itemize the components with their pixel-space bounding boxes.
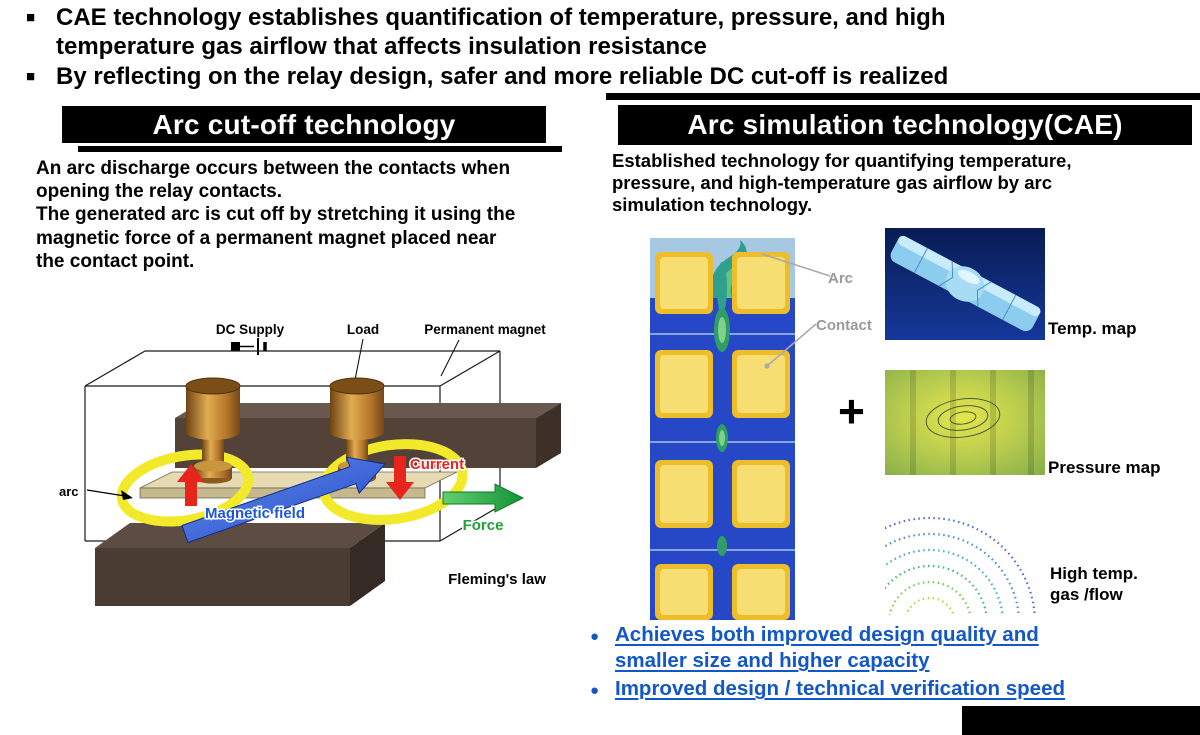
key-benefits-list: ● Achieves both improved design quality … [590, 622, 1090, 705]
gas-flow-image [885, 495, 1045, 615]
arc-callout-label: Arc [828, 270, 854, 287]
summary-text-1: CAE technology establishes quantificatio… [56, 4, 946, 61]
summary-line-2: ■ By reflecting on the relay design, saf… [26, 62, 1186, 91]
load-callout-line [354, 338, 364, 381]
current-up-arrow-icon [177, 464, 205, 506]
arc-callout-arrowhead [121, 490, 133, 500]
gas-flow-label: High temp. gas /flow [1050, 564, 1138, 605]
contact-cylinder-right [329, 377, 385, 484]
contact-callout-label: Contact [816, 317, 872, 334]
footer-block [962, 706, 1200, 735]
arc-hotspots [714, 308, 730, 556]
left-section-title: Arc cut-off technology [62, 106, 546, 143]
square-bullet-icon: ■ [26, 9, 36, 26]
benefit-item-1[interactable]: ● Achieves both improved design quality … [590, 622, 1090, 674]
temp-map-label: Temp. map [1048, 319, 1137, 338]
pressure-map-label: Pressure map [1048, 458, 1161, 477]
summary-text-2: By reflecting on the relay design, safer… [56, 62, 949, 90]
circle-bullet-icon: ● [590, 628, 600, 645]
benefit-link-2[interactable]: Improved design / technical verification… [615, 677, 1065, 701]
magnet-callout-line [440, 339, 460, 377]
right-section-title: Arc simulation technology(CAE) [618, 105, 1192, 145]
dc-supply-label: DC Supply [216, 322, 285, 337]
left-title-text: Arc cut-off technology [152, 108, 456, 140]
magnetic-field-arrow-icon [181, 456, 386, 544]
magnetic-field-label: Magnetic field [205, 505, 305, 522]
flemings-law-label: Fleming's law [448, 571, 546, 588]
right-title-accent-bar [606, 93, 1200, 100]
right-description: Established technology for quantifying t… [612, 150, 1072, 216]
arc-simulation-image [650, 238, 795, 620]
permanent-magnet-label: Permanent magnet [424, 322, 546, 337]
arc-callout-line [86, 489, 126, 497]
right-title-text: Arc simulation technology(CAE) [687, 109, 1123, 140]
contact-cylinder-left [185, 377, 241, 484]
left-description: An arc discharge occurs between the cont… [36, 158, 516, 272]
temp-map-image [885, 228, 1045, 340]
force-arrow-icon [442, 483, 525, 513]
plus-sign: + [838, 385, 865, 437]
load-label: Load [347, 322, 379, 337]
battery-icon [231, 338, 267, 355]
summary-line-1: ■ CAE technology establishes quantificat… [26, 3, 1186, 62]
circle-bullet-icon: ● [590, 682, 600, 700]
arc-label: arc [59, 484, 79, 499]
current-down-arrow-icon [386, 456, 414, 500]
magnet-bottom-block [95, 523, 385, 606]
busbar-contacts [655, 252, 790, 620]
benefit-link-1[interactable]: Achieves both improved design quality an… [615, 623, 1039, 673]
left-title-accent-bar [78, 146, 562, 152]
simulation-callout-lines [761, 253, 831, 369]
force-label: Force [463, 517, 504, 534]
arc-cutoff-diagram: DC Supply Load Permanent magnet [59, 322, 561, 606]
benefit-item-2[interactable]: ● Improved design / technical verificati… [590, 676, 1090, 702]
pressure-map-image [885, 370, 1045, 475]
top-summary: ■ CAE technology establishes quantificat… [26, 3, 1186, 91]
square-bullet-icon: ■ [26, 67, 36, 85]
current-label: Current [410, 456, 464, 473]
